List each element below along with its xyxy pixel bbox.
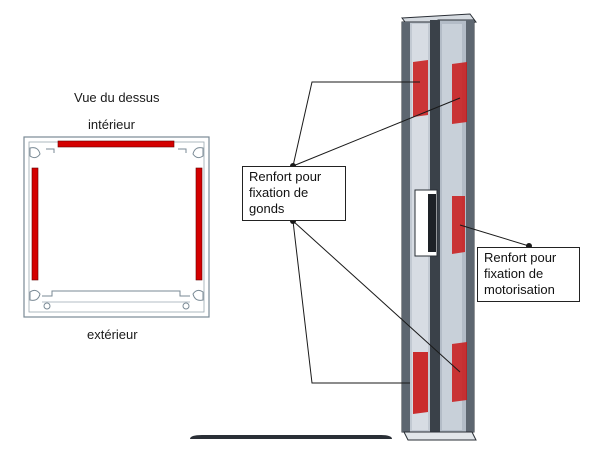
top-view-profile — [23, 136, 210, 318]
bottom-channel — [42, 290, 190, 297]
callout-motor-line-3: motorisation — [484, 282, 555, 297]
leader-lines — [292, 81, 530, 384]
callout-hinge-line-2: fixation de — [249, 185, 309, 200]
callout-motor-line-2: fixation de — [484, 266, 544, 281]
post-reinforcement-hinge-bottom-left — [413, 352, 428, 414]
outside-label: extérieur — [87, 327, 138, 342]
post-reinforcement-motor — [452, 196, 465, 254]
post-reinforcement-hinge-top-left — [413, 60, 428, 117]
leader-motor — [459, 224, 530, 247]
post-edge-right — [466, 20, 474, 432]
corner-detail-br — [192, 289, 204, 301]
profile-outer-outline — [23, 136, 210, 318]
callout-motor-reinforcement: Renfort pour fixation de motorisation — [477, 247, 580, 302]
post-base-plate — [403, 431, 477, 441]
corner-detail-bl — [29, 289, 41, 301]
leader-hinge-top-1 — [292, 81, 420, 167]
post-edge-left — [402, 22, 410, 432]
top-view-title: Vue du dessus — [74, 90, 160, 105]
leader-hinge-bottom-1 — [292, 220, 410, 384]
leader-hinge-top-2 — [292, 97, 461, 167]
inside-label: intérieur — [88, 117, 135, 132]
callout-motor-line-1: Renfort pour — [484, 250, 557, 265]
corner-detail-tr — [192, 147, 204, 159]
screw-hole-right — [182, 302, 190, 310]
callout-hinge-line-3: gonds — [249, 201, 285, 216]
ground-bar — [190, 435, 392, 439]
callout-hinge-line-1: Renfort pour — [249, 169, 322, 184]
screw-hole-left — [43, 302, 51, 310]
leader-hinge-bottom-2 — [292, 220, 461, 373]
corner-detail-tl — [29, 147, 41, 159]
callout-hinge-reinforcement: Renfort pour fixation de gonds — [242, 166, 346, 221]
post-column — [401, 13, 477, 441]
post-reinforcement-hinge-top-right — [452, 62, 467, 124]
reinforcement-left — [31, 167, 39, 281]
reinforcement-right — [195, 167, 203, 281]
post-opening-shadow — [428, 194, 436, 252]
top-channel-lips — [46, 148, 187, 153]
reinforcement-top — [57, 140, 175, 148]
